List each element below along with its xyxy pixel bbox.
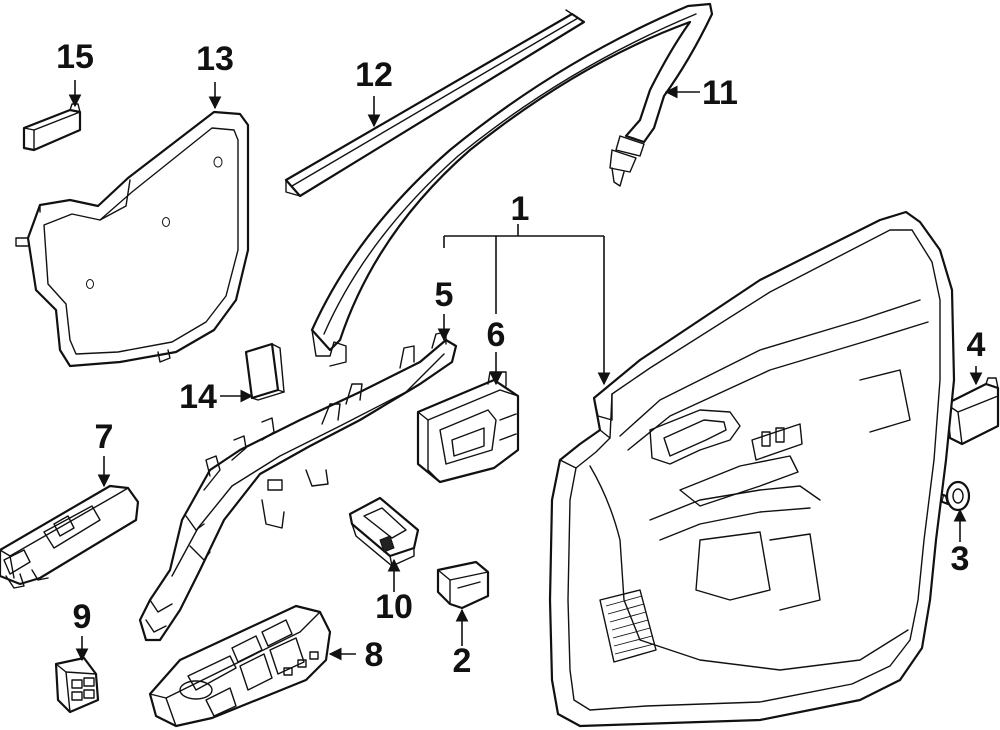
door-trim-panel bbox=[548, 210, 956, 728]
part-12-belt-molding bbox=[284, 9, 586, 198]
callout-14: 14 bbox=[179, 378, 217, 416]
callout-4: 4 bbox=[967, 326, 986, 364]
callout-15: 15 bbox=[56, 38, 94, 76]
callout-2: 2 bbox=[453, 642, 472, 680]
callout-8: 8 bbox=[365, 636, 384, 674]
part-14-pad bbox=[244, 342, 285, 401]
part-6-inner-handle bbox=[416, 371, 520, 484]
part-11-frame-weatherstrip bbox=[310, 2, 714, 367]
callout-13: 13 bbox=[196, 40, 234, 78]
callout-5: 5 bbox=[435, 276, 454, 314]
callout-9: 9 bbox=[73, 598, 92, 636]
part-13-door-liner bbox=[15, 110, 250, 368]
part-2-cover bbox=[436, 560, 490, 610]
callout-7: 7 bbox=[95, 418, 114, 456]
callout-3: 3 bbox=[951, 540, 970, 578]
part-10-switch bbox=[348, 496, 420, 567]
callout-6: 6 bbox=[487, 316, 506, 354]
callouts: 15 13 12 11 1 5 6 14 7 10 2 9 8 4 3 bbox=[56, 38, 985, 680]
part-9-small-switch bbox=[54, 656, 100, 714]
callout-1: 1 bbox=[511, 190, 530, 228]
part-8-master-switch bbox=[148, 604, 332, 728]
callout-10: 10 bbox=[375, 588, 413, 626]
leader-lines bbox=[68, 80, 983, 662]
callout-12: 12 bbox=[355, 56, 393, 94]
part-15-trim-cap bbox=[22, 103, 82, 152]
part-7-switch-bezel bbox=[0, 484, 140, 589]
callout-11: 11 bbox=[702, 74, 738, 112]
